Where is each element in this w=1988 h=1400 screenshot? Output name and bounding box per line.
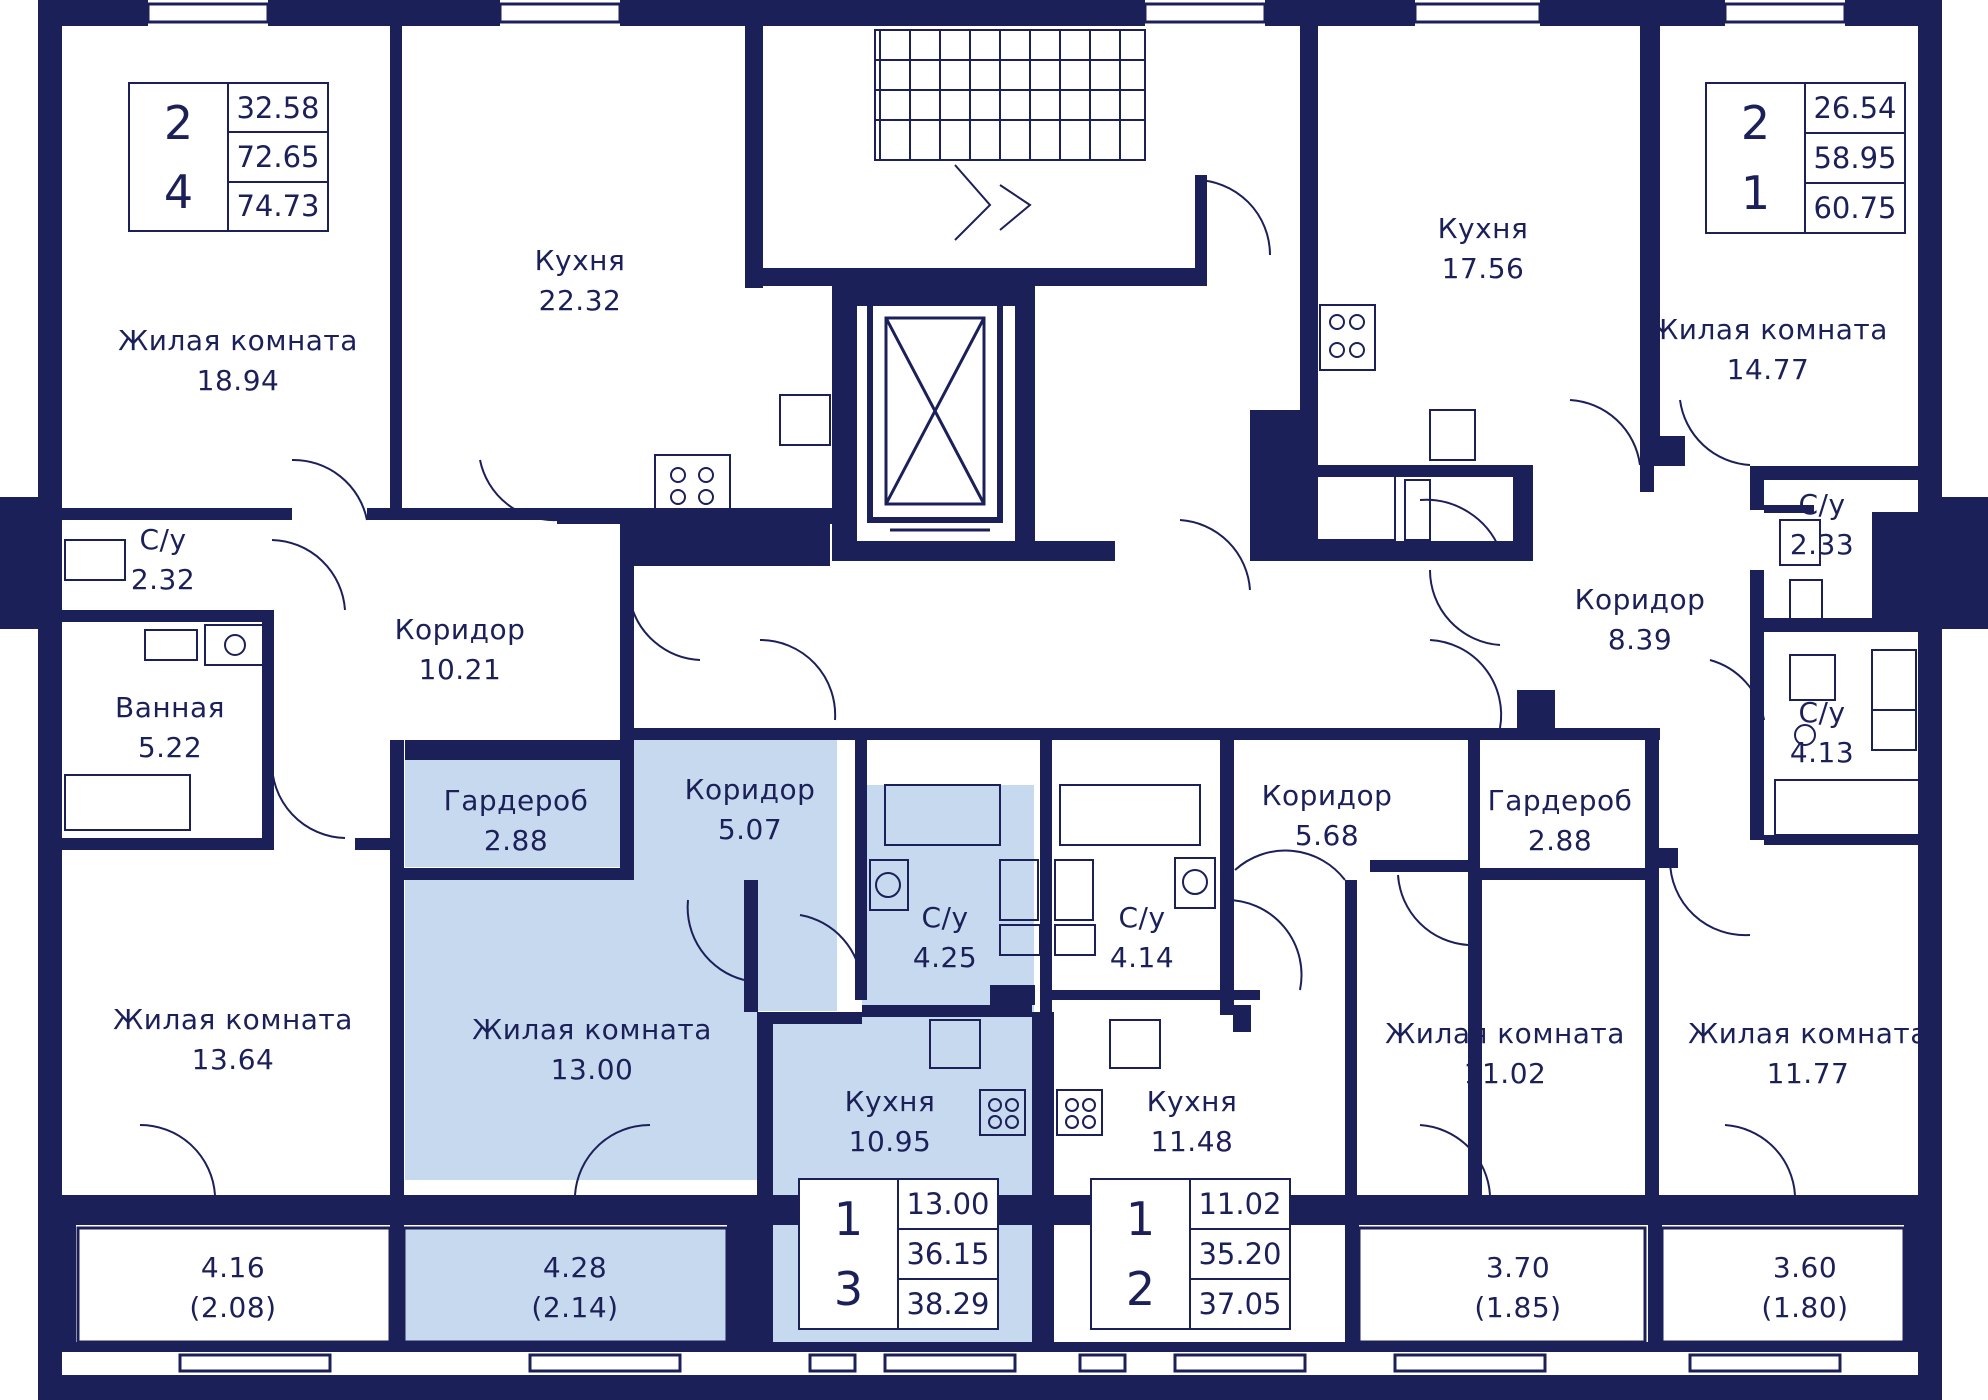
total-with-balcony: 60.75	[1813, 191, 1897, 225]
rooms-count: 1	[833, 1192, 864, 1246]
living-area: 13.00	[899, 1180, 997, 1230]
windows-top	[146, 2, 1847, 24]
apartment-number: 2	[1125, 1262, 1156, 1316]
total-area: 36.15	[899, 1230, 997, 1280]
total-with-balcony: 37.05	[1198, 1287, 1282, 1321]
balcony-outlines	[76, 1226, 1906, 1344]
apartment-number: 1	[1740, 166, 1771, 220]
balcony-3: 3.70(1.85)	[1474, 1251, 1562, 1324]
rooms-count: 2	[1740, 96, 1771, 150]
total-with-balcony: 74.73	[236, 189, 320, 224]
total-with-balcony: 38.29	[906, 1287, 990, 1321]
balcony-2: 4.28(2.14)	[531, 1251, 619, 1324]
rooms-count: 1	[1125, 1192, 1156, 1246]
balcony-1: 4.16(2.08)	[189, 1251, 277, 1324]
interior-walls	[62, 26, 1918, 1342]
rooms-count: 2	[163, 95, 194, 150]
total-area: 72.65	[229, 133, 327, 183]
balcony-4: 3.60(1.80)	[1761, 1251, 1849, 1324]
total-area: 35.20	[1191, 1230, 1289, 1280]
apartment-number: 4	[163, 164, 194, 219]
doors	[139, 179, 1796, 1196]
stairs	[874, 29, 1146, 241]
lift-shaft	[867, 297, 1003, 532]
living-area: 32.58	[229, 84, 327, 134]
windows-bottom	[178, 1353, 1842, 1373]
living-area: 11.02	[1191, 1180, 1289, 1230]
apartment-number: 3	[833, 1262, 864, 1316]
total-area: 58.95	[1806, 134, 1904, 184]
fixtures	[24, 304, 1921, 1136]
living-area: 26.54	[1806, 84, 1904, 134]
